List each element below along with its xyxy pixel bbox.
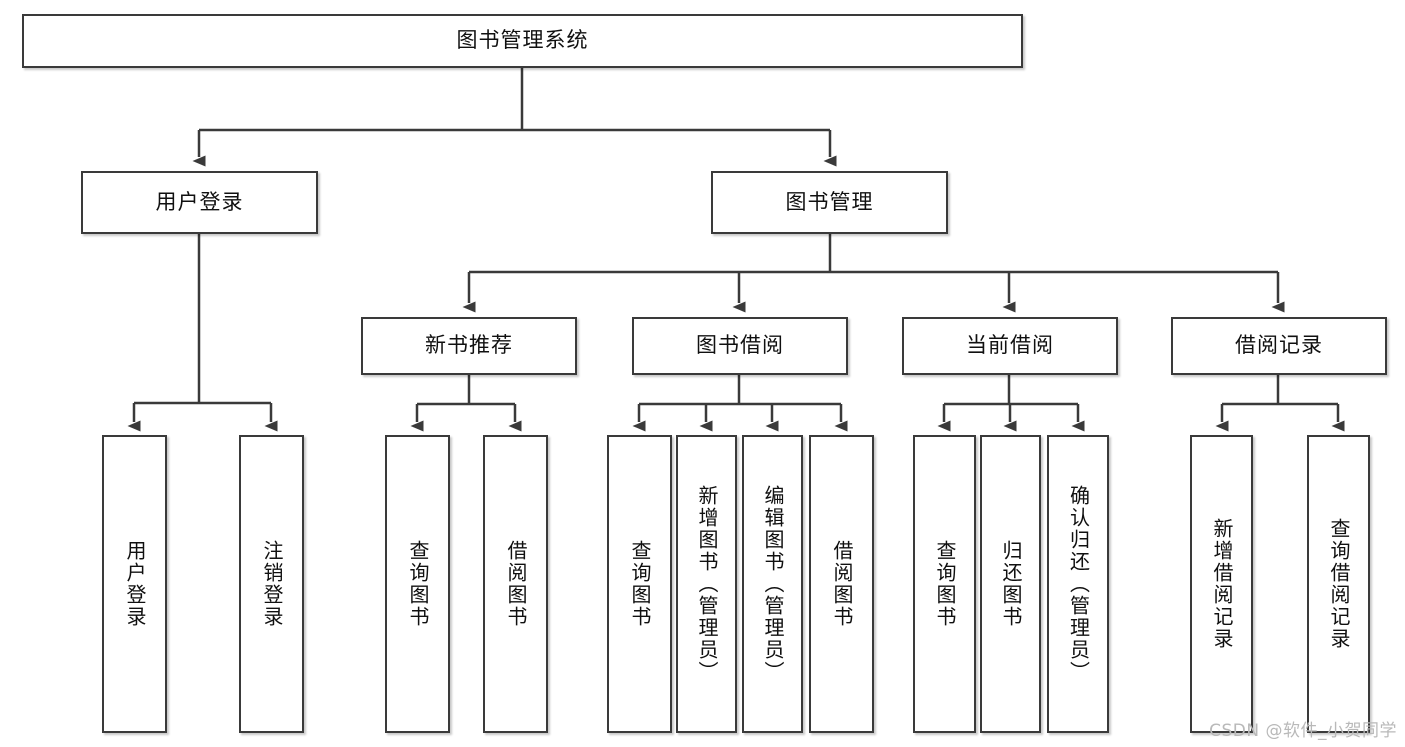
leaf-confirm-return-label: 确认归还（管理员） bbox=[1066, 485, 1091, 683]
leaf-logout-label: 注销登录 bbox=[260, 540, 284, 628]
node-current-borrow-label: 当前借阅 bbox=[966, 333, 1054, 358]
leaf-logout[interactable]: 注销登录 bbox=[239, 435, 304, 733]
leaf-query-book-3-label: 查询图书 bbox=[933, 540, 957, 628]
node-root-label: 图书管理系统 bbox=[456, 28, 589, 53]
node-book-borrow[interactable]: 图书借阅 bbox=[632, 317, 848, 375]
node-new-book-recommend-label: 新书推荐 bbox=[425, 333, 513, 358]
leaf-borrow-book-1[interactable]: 借阅图书 bbox=[483, 435, 548, 733]
leaf-edit-book[interactable]: 编辑图书（管理员） bbox=[742, 435, 803, 733]
leaf-query-record-label: 查询借阅记录 bbox=[1327, 518, 1351, 650]
leaf-query-book-1-label: 查询图书 bbox=[406, 540, 430, 628]
leaf-user-login-label: 用户登录 bbox=[123, 540, 147, 628]
leaf-borrow-book-1-label: 借阅图书 bbox=[504, 540, 528, 628]
leaf-borrow-book-2-label: 借阅图书 bbox=[830, 540, 854, 628]
leaf-query-record[interactable]: 查询借阅记录 bbox=[1307, 435, 1370, 733]
node-new-book-recommend[interactable]: 新书推荐 bbox=[361, 317, 577, 375]
watermark: CSDN @软件_小贺同学 bbox=[1209, 721, 1397, 741]
node-user-login[interactable]: 用户登录 bbox=[81, 171, 318, 234]
leaf-add-record-label: 新增借阅记录 bbox=[1210, 518, 1234, 650]
leaf-query-book-2[interactable]: 查询图书 bbox=[607, 435, 672, 733]
node-borrow-record[interactable]: 借阅记录 bbox=[1171, 317, 1387, 375]
node-current-borrow[interactable]: 当前借阅 bbox=[902, 317, 1118, 375]
node-book-management[interactable]: 图书管理 bbox=[711, 171, 948, 234]
leaf-confirm-return[interactable]: 确认归还（管理员） bbox=[1047, 435, 1109, 733]
leaf-query-book-1[interactable]: 查询图书 bbox=[385, 435, 450, 733]
leaf-user-login[interactable]: 用户登录 bbox=[102, 435, 167, 733]
leaf-query-book-3[interactable]: 查询图书 bbox=[913, 435, 976, 733]
leaf-add-record[interactable]: 新增借阅记录 bbox=[1190, 435, 1253, 733]
leaf-add-book-label: 新增图书（管理员） bbox=[695, 485, 719, 683]
leaf-add-book[interactable]: 新增图书（管理员） bbox=[676, 435, 737, 733]
node-book-management-label: 图书管理 bbox=[785, 189, 874, 214]
leaf-return-book-label: 归还图书 bbox=[999, 540, 1023, 628]
node-borrow-record-label: 借阅记录 bbox=[1235, 333, 1323, 358]
node-user-login-label: 用户登录 bbox=[155, 189, 244, 214]
leaf-return-book[interactable]: 归还图书 bbox=[980, 435, 1041, 733]
leaf-edit-book-label: 编辑图书（管理员） bbox=[761, 485, 785, 683]
node-book-borrow-label: 图书借阅 bbox=[696, 333, 784, 358]
leaf-borrow-book-2[interactable]: 借阅图书 bbox=[809, 435, 874, 733]
leaf-query-book-2-label: 查询图书 bbox=[628, 540, 652, 628]
node-root[interactable]: 图书管理系统 bbox=[22, 14, 1023, 68]
